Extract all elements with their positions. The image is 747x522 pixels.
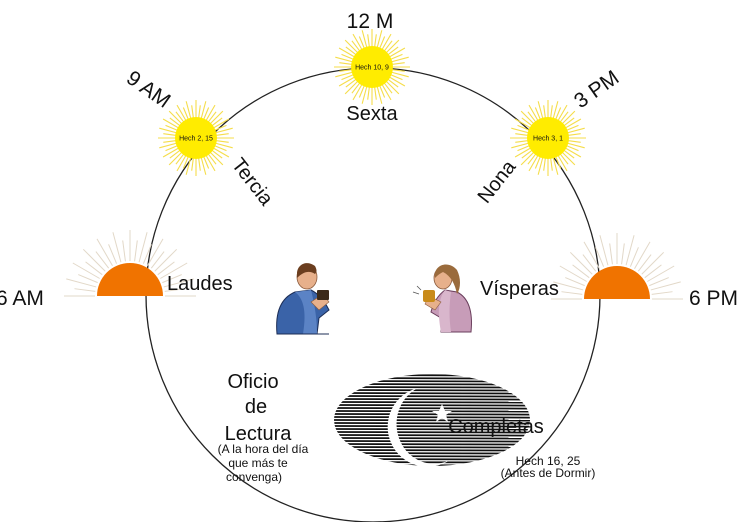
oficio-note-2: que más te bbox=[228, 456, 288, 470]
praying-woman-icon bbox=[412, 264, 472, 333]
ref-tercia: Hech 2, 15 bbox=[179, 136, 213, 143]
label-oficio-3: Lectura bbox=[225, 423, 293, 445]
half-sun-icon-laudes bbox=[64, 230, 196, 297]
label-3pm: 3 PM bbox=[570, 66, 623, 113]
label-oficio-1: Oficio bbox=[227, 371, 278, 393]
sun-icon-tercia: Hech 2, 15 bbox=[158, 100, 234, 176]
label-tercia: Tercia bbox=[227, 154, 278, 210]
label-completas: Completas bbox=[448, 416, 544, 438]
ref-completas-2: (Antes de Dormir) bbox=[501, 466, 596, 480]
label-oficio-2: de bbox=[245, 396, 267, 418]
label-12m: 12 M bbox=[347, 10, 394, 33]
label-6am: 6 AM bbox=[0, 287, 44, 310]
label-9am: 9 AM bbox=[122, 66, 174, 112]
ref-nona: Hech 3, 1 bbox=[533, 136, 563, 143]
sun-icon-nona: Hech 3, 1 bbox=[510, 100, 586, 176]
half-sun-icon-visperas bbox=[551, 233, 683, 300]
label-visperas: Vísperas bbox=[480, 278, 559, 300]
label-laudes: Laudes bbox=[167, 273, 233, 295]
oficio-note-1: (A la hora del día bbox=[218, 442, 309, 456]
ref-sexta: Hech 10, 9 bbox=[355, 65, 389, 72]
ref-completas-1: Hech 16, 25 bbox=[516, 454, 581, 468]
moon-star-icon bbox=[387, 388, 452, 467]
label-nona: Nona bbox=[474, 156, 521, 208]
label-6pm: 6 PM bbox=[689, 287, 738, 310]
praying-man-icon bbox=[276, 263, 330, 335]
sun-icon-sexta: Hech 10, 9 bbox=[334, 29, 410, 105]
oficio-note-3: convenga) bbox=[226, 470, 282, 484]
label-sexta: Sexta bbox=[346, 103, 398, 125]
